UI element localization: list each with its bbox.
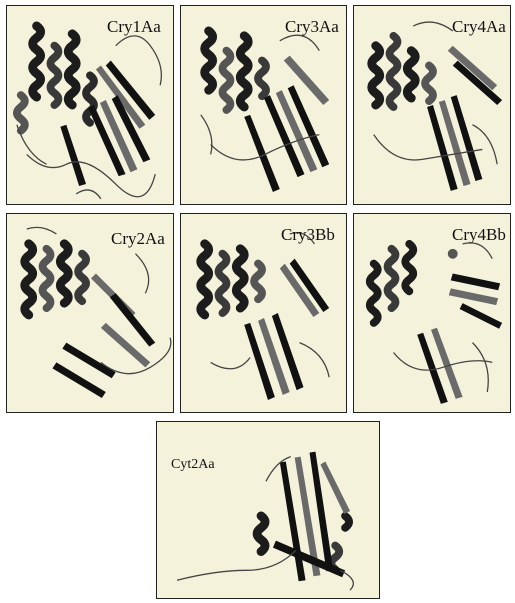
panel-cry1aa: Cry1Aa [6,5,174,205]
panel-label: Cyt2Aa [171,458,215,472]
panel-cry3aa: Cry3Aa [180,5,347,205]
cyt2aa-ribbon-image [157,422,379,598]
panel-label: Cry4Bb [452,226,506,243]
panel-cry4aa: Cry4Aa [353,5,511,205]
panel-label: Cry3Aa [285,18,339,35]
panel-cry4bb: Cry4Bb [353,213,511,413]
panel-cyt2aa: Cyt2Aa [156,421,380,599]
panel-cry3bb: Cry3Bb [180,213,347,413]
panel-label: Cry3Bb [281,226,335,243]
panel-label: Cry2Aa [111,230,165,247]
panel-label: Cry4Aa [452,18,506,35]
panel-label: Cry1Aa [107,18,161,35]
panel-cry2aa: Cry2Aa [6,213,174,413]
